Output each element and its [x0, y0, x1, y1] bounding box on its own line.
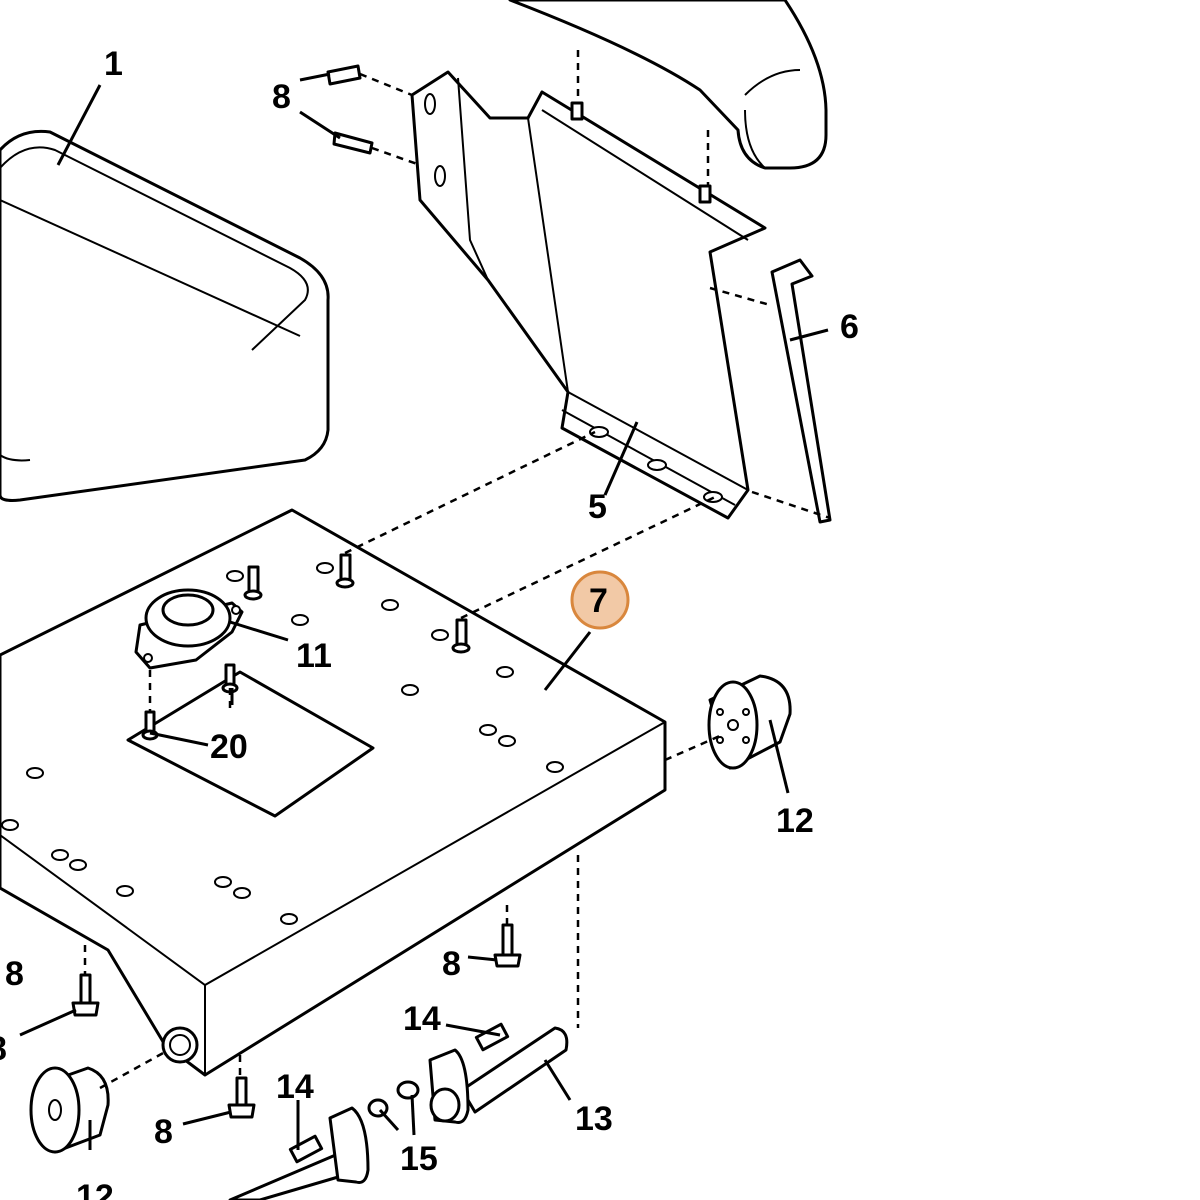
- callout-12-left: 12: [76, 1178, 114, 1200]
- seat-back-part: [508, 0, 828, 170]
- callout-8-bottom: 8: [154, 1113, 173, 1151]
- plate-holes: [1, 562, 564, 925]
- leader-lines: [19, 72, 829, 1150]
- seat-cushion-part: [0, 129, 330, 502]
- callout-12-right: 12: [776, 802, 814, 840]
- callout-7[interactable]: 7: [589, 582, 608, 620]
- highlight-circle: [570, 570, 630, 630]
- assembly-dashed-lines: [83, 50, 831, 1090]
- callout-14-right: 14: [403, 1000, 441, 1038]
- rod-part: [770, 258, 832, 524]
- callout-15: 15: [400, 1140, 438, 1178]
- callout-labels: 1 5 6 7 8 8 8 8 8 11 12 12 13 14 14 15 2…: [0, 45, 859, 1200]
- spacer-right: [707, 674, 792, 770]
- callout-8-top-a: 8: [272, 78, 291, 116]
- callout-8-left-a: 8: [5, 955, 24, 993]
- spacer-left: [29, 1066, 110, 1154]
- callout-8-mid: 8: [442, 945, 461, 983]
- bolts-8: [71, 64, 522, 1119]
- callout-8-left-b: 8: [0, 1030, 7, 1068]
- seat-bracket-part: [410, 70, 767, 520]
- seat-plate-part: [0, 508, 667, 1077]
- pivot-pin-left: [228, 1098, 389, 1200]
- callout-5: 5: [588, 488, 607, 526]
- pivot-pin-right: [396, 1022, 569, 1124]
- callout-14-left: 14: [276, 1068, 314, 1106]
- switch-part: [134, 588, 244, 670]
- callout-6: 6: [840, 308, 859, 346]
- callout-13: 13: [575, 1100, 613, 1138]
- callout-20: 20: [210, 728, 248, 766]
- callout-1: 1: [104, 45, 123, 83]
- plate-studs: [243, 553, 471, 654]
- callout-11: 11: [296, 637, 332, 675]
